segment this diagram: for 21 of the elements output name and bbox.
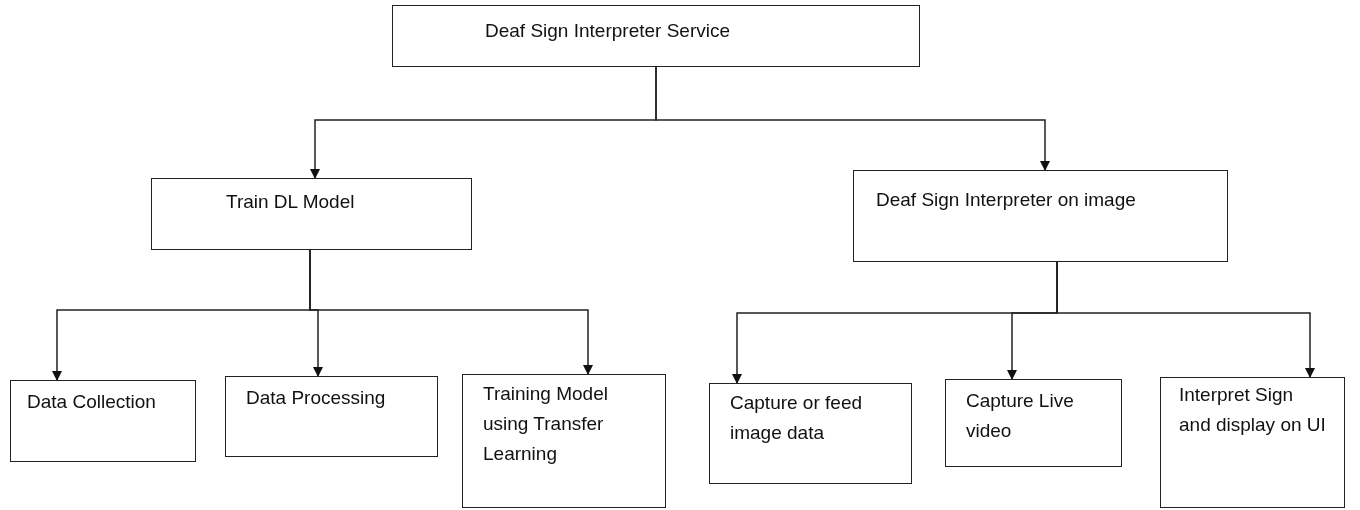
process-box (10, 380, 196, 462)
arrow (1056, 261, 1315, 378)
arrow (655, 66, 1050, 171)
process-box (853, 170, 1228, 262)
box-label: Deaf Sign Interpreter on image (876, 188, 1137, 212)
box-label: Capture Live video (966, 389, 1075, 443)
process-box (462, 374, 666, 508)
arrow (309, 249, 593, 375)
box-label: Data Collection (27, 390, 157, 414)
box-label: Deaf Sign Interpreter Service (485, 19, 731, 43)
process-box (1160, 377, 1345, 508)
box-label: Train DL Model (226, 190, 356, 214)
box-label: Training Model using Transfer Learning (483, 382, 609, 466)
box-label: Capture or feed image data (730, 391, 864, 445)
process-box (945, 379, 1122, 467)
process-box (709, 383, 912, 484)
box-label: Interpret Sign and display on UI (1179, 383, 1327, 437)
process-box (392, 5, 920, 67)
box-label: Data Processing (246, 386, 387, 410)
process-box (151, 178, 472, 250)
process-box (225, 376, 438, 457)
